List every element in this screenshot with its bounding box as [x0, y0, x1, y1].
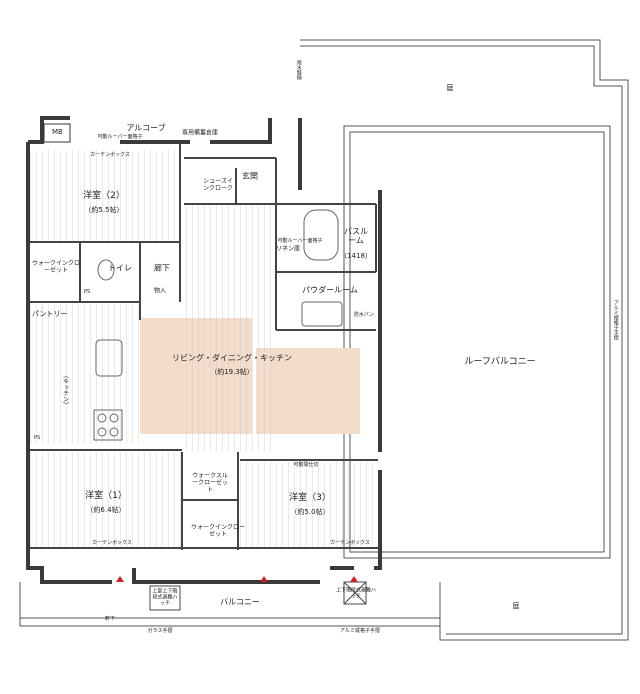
alcove-label: アルコーブ — [126, 123, 166, 133]
kitchen-label: （キッチン） — [61, 372, 69, 408]
bath-label: バスルーム — [344, 226, 368, 245]
interior-walls — [30, 142, 380, 550]
ps-low-label: PS — [34, 435, 41, 441]
wic-bottom-label: ウォークインクローゼット — [190, 524, 245, 538]
ldk-label: リビング・ダイニング・キッチン — [172, 353, 292, 363]
fixtures — [43, 123, 343, 441]
garden-top-label: 庭 — [446, 83, 454, 92]
hatch-symbols — [149, 581, 367, 611]
genkan-label: 玄関 — [242, 171, 258, 181]
vanity-sink — [301, 301, 343, 327]
roof-balcony-outline — [300, 39, 629, 641]
hatch-left-label: 上部上下階段式避難ハッチ — [152, 588, 178, 606]
yoshitsu1-size: （約6.4帖） — [86, 505, 126, 514]
wic-top-label: ウォークインクローゼット — [32, 260, 81, 274]
yoshitsu3-label: 洋室（3） — [289, 492, 331, 503]
bath-size: （1418） — [340, 251, 372, 260]
yoshitsu2-size: （約5.5帖） — [84, 205, 124, 214]
storage-label: 物入 — [153, 287, 167, 295]
mb-label: MB — [52, 128, 63, 136]
toilet-label: トイレ — [108, 263, 132, 273]
mb-box — [43, 123, 71, 143]
rain-gutter-label: 雨水竪樋 — [295, 60, 302, 80]
louver-mid-label: 可動ルーバー面格子 — [277, 238, 323, 245]
eaves-label: 軒下 — [104, 616, 116, 623]
yoshitsu2-label: 洋室（2） — [83, 190, 125, 201]
hatch-right-label: 上下階段式避難ハッチ — [336, 587, 377, 599]
movable-wall-label: 可動間仕切 — [293, 462, 319, 469]
rooftop-rail-label: アルミ縦格子手摺 — [612, 300, 619, 340]
pantry-label: パントリー — [32, 310, 68, 318]
yoshitsu1-label: 洋室（1） — [85, 490, 127, 501]
shoes-cloak-label: シューズインクローク — [203, 178, 234, 192]
flooring — [30, 150, 378, 548]
alu-rail-label: アルミ縦格子手摺 — [340, 628, 380, 635]
curtain-box-top: カーテンボックス — [90, 152, 130, 159]
curtain-box-left: カーテンボックス — [92, 540, 132, 547]
curtain-box-right: カーテンボックス — [330, 540, 370, 547]
roof-balcony-label: ルーフバルコニー — [464, 356, 536, 367]
bathtub — [303, 209, 339, 261]
kitchen-sink — [95, 339, 123, 377]
cooktop — [93, 409, 123, 441]
walk-through-label: ウォークスルークローゼット — [191, 472, 228, 494]
exterior-walls — [26, 116, 382, 584]
corridor-label: 廊下 — [154, 263, 170, 273]
yoshitsu3-size: （約5.0帖） — [290, 507, 330, 516]
powder-room-label: パウダールーム — [302, 285, 358, 295]
red-markers — [116, 576, 358, 582]
louver-label: 可動ルーバー面格子 — [97, 134, 143, 141]
balcony-outline — [19, 582, 441, 627]
ps-label: PS — [84, 289, 91, 295]
linen-label: リネン庫 — [275, 245, 301, 253]
balcony-label: バルコニー — [220, 597, 260, 607]
garden-bottom-label: 庭 — [512, 601, 520, 610]
ldk-size: （約19.3帖） — [210, 367, 254, 376]
toilet-bowl — [97, 259, 115, 281]
storage-box-label: 専用備蓄倉庫 — [181, 129, 219, 137]
glass-rail-label: ガラス手摺 — [147, 628, 173, 635]
waterproof-pan-label: 防水パン — [353, 312, 375, 319]
